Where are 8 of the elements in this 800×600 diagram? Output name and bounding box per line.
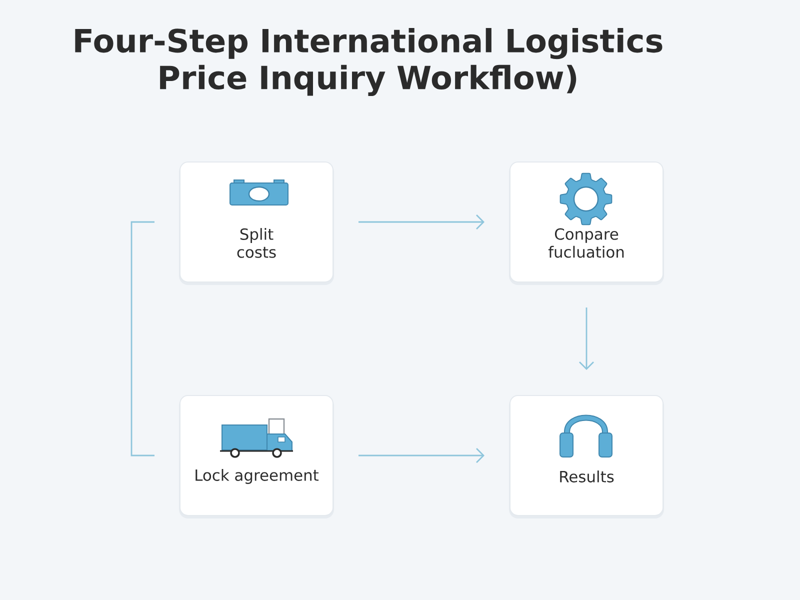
process-card: Split costs xyxy=(179,162,334,285)
process-card: Conpare fucluation xyxy=(509,162,664,285)
arrow xyxy=(579,308,594,370)
process-card: Results xyxy=(509,395,664,518)
arrow xyxy=(358,448,484,463)
arrow xyxy=(358,214,484,230)
title: Four-Step International Logistics Price Inquiry Workflow) xyxy=(75,28,662,96)
connector-line xyxy=(130,221,154,456)
